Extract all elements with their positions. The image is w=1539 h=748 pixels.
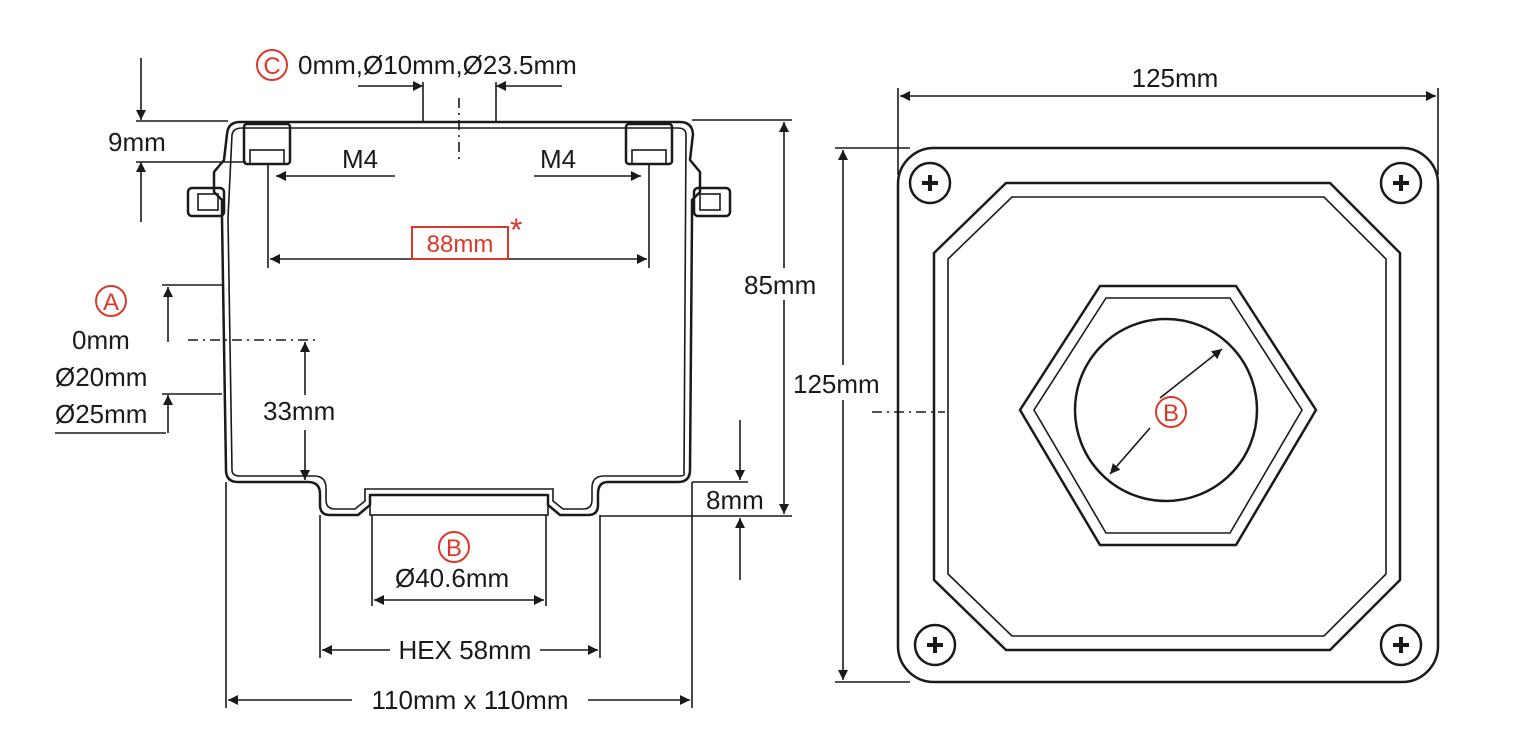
side-view: C 0mm,Ø10mm,Ø23.5mm 9mm M4 M4 88mm * A 0… [55,49,816,715]
dim-88-label: 88mm [427,231,494,258]
screw-bottom-right-icon [1379,623,1423,667]
height-label: 125mm [793,369,880,399]
left-boss [242,122,292,166]
right-latch [692,186,732,218]
side-hole-line3: Ø25mm [55,399,147,429]
hex-boss-outer [1018,284,1318,547]
callout-b-top-circle [1155,396,1187,428]
center-hole-dia-b [1109,427,1151,475]
left-latch-detail [197,193,219,211]
right-latch-detail [699,193,721,211]
dim-8-label: 8mm [706,485,764,515]
m4-right-label: M4 [540,144,576,174]
right-boss [624,122,674,166]
dim-85-label: 85mm [744,270,816,300]
dim-33-label: 33mm [263,396,335,426]
screw-top-left-icon [908,161,952,205]
callout-a-circle [95,285,127,317]
footprint-label: 110mm x 110mm [372,685,569,715]
bottom-hole-body [369,494,549,516]
callout-b-bottom-circle [438,531,470,563]
right-boss-nut [631,149,667,165]
callout-a-letter: A [103,289,119,316]
hex-boss-inner [1033,297,1303,534]
box-body-outline [212,120,702,517]
box-inner-wall [227,127,687,510]
center-hole-dia-a [1159,348,1223,399]
callout-c-letter: C [263,53,280,80]
side-hole-line1: 0mm [72,325,130,355]
callout-b-bottom-letter: B [446,535,462,562]
dim-88-box [411,226,509,260]
width-label: 125mm [1132,63,1219,93]
screw-bottom-left-icon [913,623,957,667]
bottom-hole-label: Ø40.6mm [395,563,509,593]
dim-88-asterisk: * [510,212,522,248]
top-holes-label: 0mm,Ø10mm,Ø23.5mm [298,50,577,80]
m4-left-label: M4 [342,144,378,174]
top-view: B 125mm 125mm [793,63,1440,684]
callout-c-circle [256,49,288,81]
octagon-inner [947,196,1387,637]
dim-9mm-label: 9mm [108,127,166,157]
left-boss-nut [249,149,285,165]
left-latch [186,186,226,218]
plate-outline [896,146,1440,684]
octagon-outer [932,181,1402,652]
center-hole [1073,317,1259,503]
side-hole-line2: Ø20mm [55,362,147,392]
hex-label: HEX 58mm [399,635,532,665]
callout-b-top-letter: B [1163,400,1179,427]
screw-top-right-icon [1379,161,1423,205]
